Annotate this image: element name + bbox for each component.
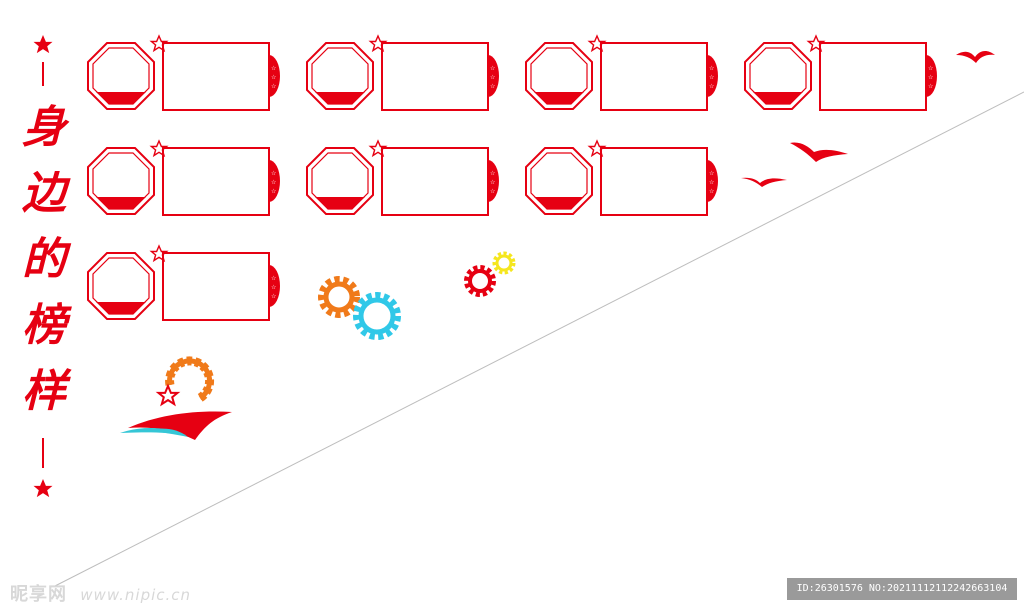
title-char: 身 bbox=[22, 102, 66, 153]
diagonal-line bbox=[54, 91, 1024, 587]
gear-icon bbox=[492, 251, 516, 275]
title-char: 榜 bbox=[22, 300, 66, 351]
photo-panel bbox=[306, 140, 500, 216]
photo-panel bbox=[87, 140, 281, 216]
watermark-site: www.nipic.cn bbox=[80, 586, 192, 604]
watermark-brand: 昵享网 bbox=[10, 584, 67, 605]
bird-icon bbox=[790, 142, 848, 162]
title-char: 边 bbox=[22, 168, 66, 219]
wave-logo-icon bbox=[120, 356, 232, 440]
bird-icon bbox=[741, 177, 787, 187]
vertical-title: 身 边 的 榜 样 bbox=[14, 95, 74, 425]
watermark: 昵享网 www.nipic.cn bbox=[10, 580, 191, 606]
photo-panel bbox=[525, 35, 719, 111]
photo-panel bbox=[525, 140, 719, 216]
image-id-bar: ID:26301576 NO:20211112112242663104 bbox=[787, 578, 1017, 600]
bird-icon bbox=[956, 51, 995, 63]
star-icon bbox=[33, 35, 53, 54]
gear-icon bbox=[464, 265, 496, 297]
gear-icon bbox=[353, 292, 401, 340]
photo-panel bbox=[87, 245, 281, 321]
gear-icon bbox=[318, 276, 360, 318]
title-char: 样 bbox=[22, 366, 66, 417]
photo-panel bbox=[744, 35, 938, 111]
star-icon bbox=[33, 479, 53, 498]
title-char: 的 bbox=[22, 234, 66, 285]
photo-panel bbox=[306, 35, 500, 111]
photo-panel bbox=[87, 35, 281, 111]
